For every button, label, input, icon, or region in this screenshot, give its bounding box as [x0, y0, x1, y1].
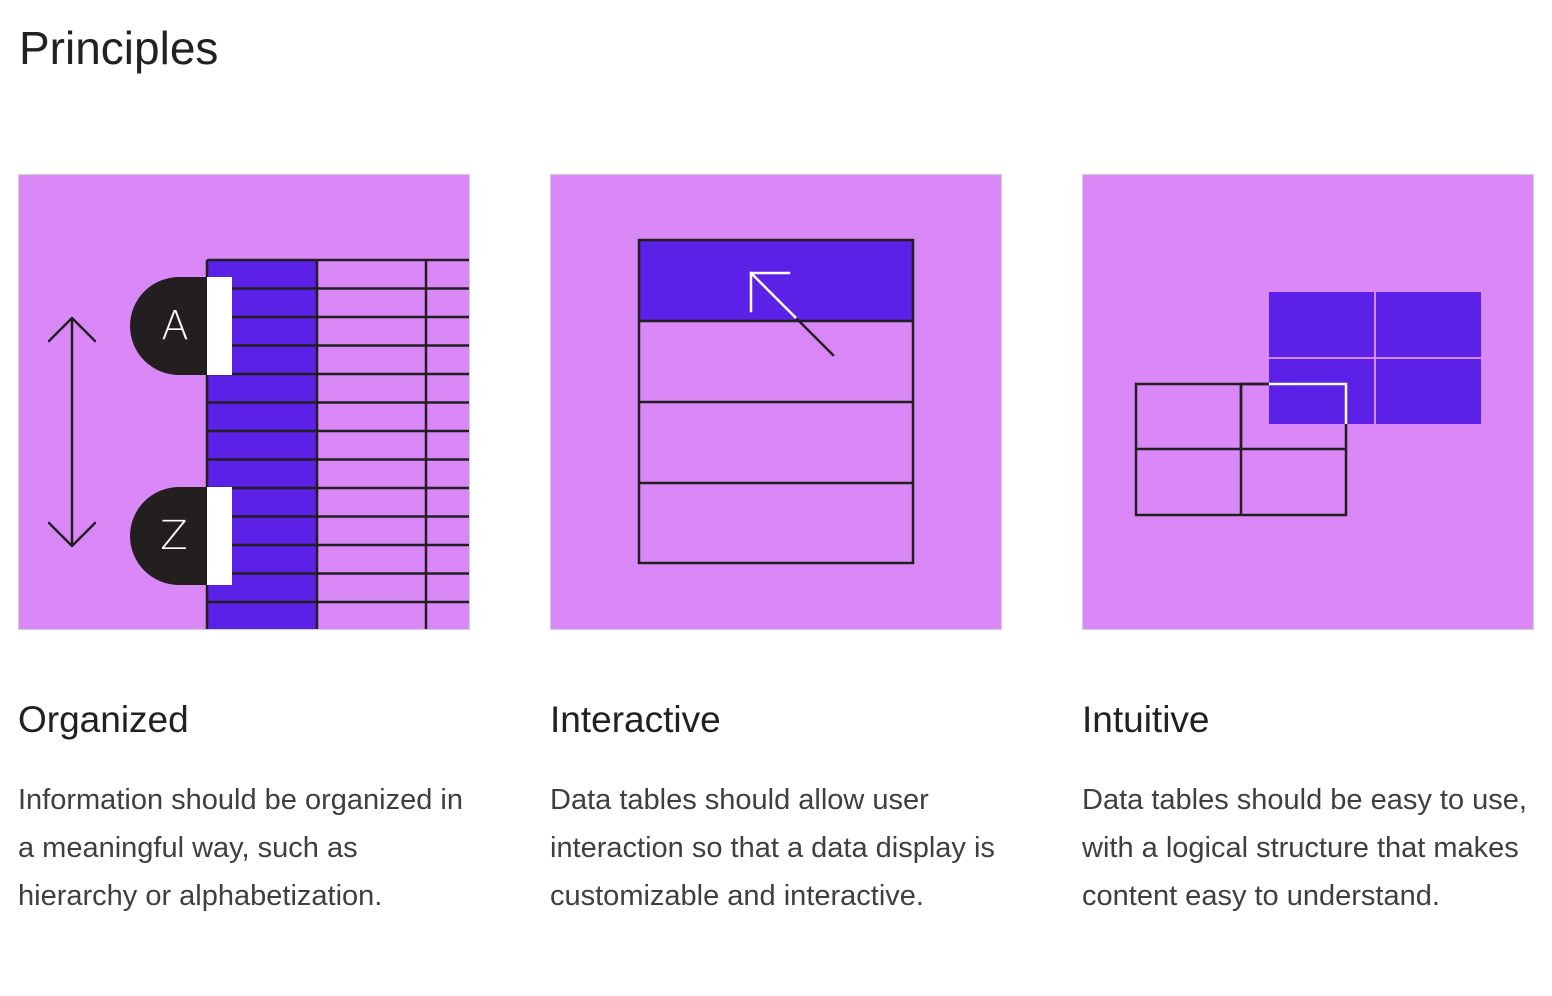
table-grid — [205, 258, 469, 629]
principle-card-interactive: Interactive Data tables should allow use… — [550, 174, 1002, 912]
card-description-interactive: Data tables should allow user interactio… — [550, 784, 995, 912]
cursor-select-row-icon — [637, 238, 915, 565]
card-description-intuitive: Data tables should be easy to use, with … — [1082, 784, 1527, 912]
badge-a: A — [130, 277, 232, 375]
page-title: Principles — [19, 22, 219, 74]
badge-z-letter: Z — [160, 513, 187, 559]
badge-z: Z — [130, 487, 232, 585]
principle-card-intuitive: Intuitive Data tables should be easy to … — [1082, 174, 1534, 912]
selected-row — [639, 240, 913, 321]
organized-illustration: A Z — [18, 174, 470, 630]
card-description-organized: Information should be organized in a mea… — [18, 784, 463, 912]
interactive-illustration — [550, 174, 1002, 630]
card-title-intuitive: Intuitive — [1082, 699, 1210, 740]
card-title-organized: Organized — [18, 699, 189, 740]
cursor-arrow-icon — [749, 271, 835, 357]
card-title-interactive: Interactive — [550, 699, 721, 740]
overlapping-grids-icon — [1134, 292, 1481, 517]
badge-a-letter: A — [161, 303, 188, 349]
vertical-sort-arrow-icon — [47, 316, 97, 548]
intuitive-illustration — [1082, 174, 1534, 630]
sort-a-z-table-icon: A Z — [47, 258, 469, 629]
purple-grid — [1269, 292, 1481, 424]
principle-card-organized: A Z Organized Information should be orga… — [18, 174, 470, 912]
table-grid — [637, 238, 915, 565]
overlap-outline — [1269, 382, 1348, 424]
